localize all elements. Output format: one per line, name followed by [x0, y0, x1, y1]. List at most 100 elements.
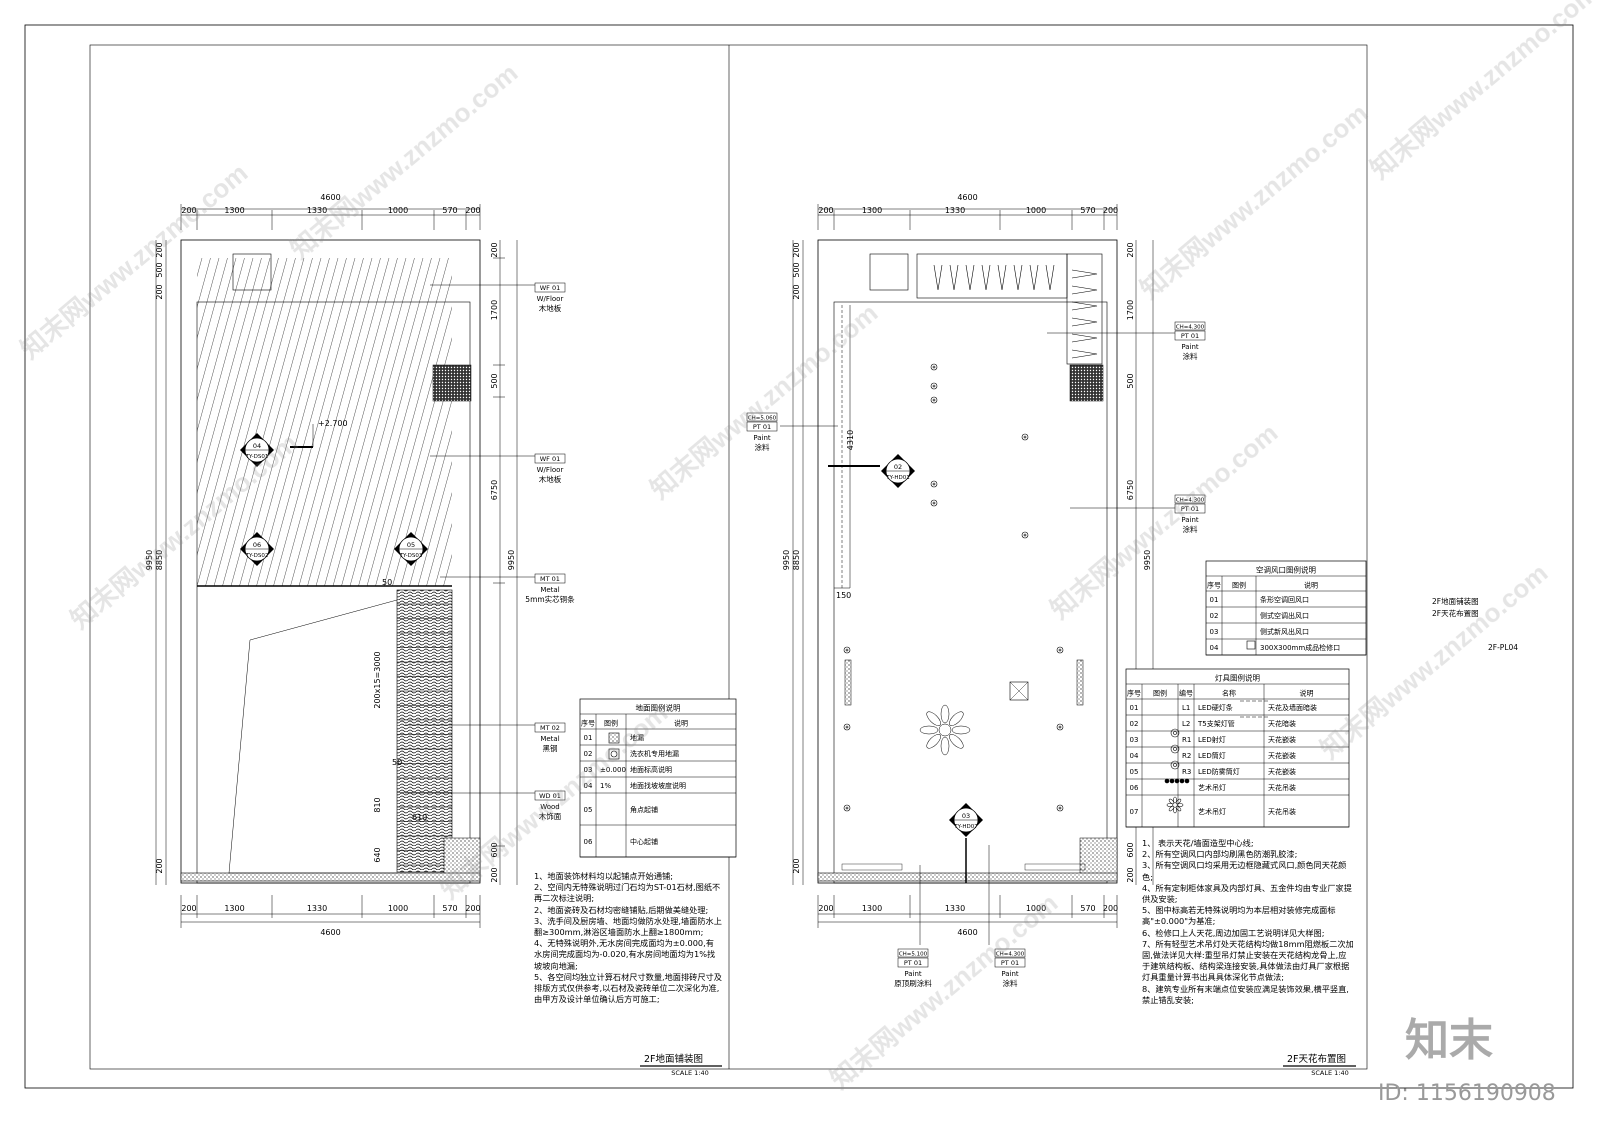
dim-vertical: 200: [155, 242, 164, 257]
dim-segment: 570: [1080, 904, 1095, 913]
table-cell: 02: [1130, 720, 1139, 728]
svg-text:02: 02: [894, 463, 902, 471]
dim-vertical: 640: [373, 847, 382, 862]
dim-segment: 200: [818, 904, 833, 913]
svg-text:MT 02: MT 02: [540, 724, 560, 732]
dim-segment: 200: [181, 904, 196, 913]
dim-vertical: 810: [373, 797, 382, 812]
svg-text:木地板: 木地板: [539, 474, 562, 484]
floor-plan-title: 2F地面铺装图: [644, 1053, 703, 1065]
svg-text:说明: 说明: [1304, 581, 1318, 590]
svg-text:W/Floor: W/Floor: [537, 295, 564, 303]
dim-vertical: 200: [1126, 867, 1135, 882]
dim-vertical: 200: [792, 858, 801, 873]
svg-text:WF 01: WF 01: [540, 284, 561, 292]
floor-plan: [155, 204, 535, 928]
svg-text:黑钢: 黑钢: [543, 743, 558, 753]
svg-text:知末网www.znzmo.com: 知末网www.znzmo.com: [1365, 0, 1600, 185]
table-cell: LED筒灯: [1198, 751, 1226, 760]
svg-text:Paint: Paint: [753, 434, 771, 442]
svg-text:灯具图例说明: 灯具图例说明: [1215, 673, 1260, 683]
dim-segment: 1330: [945, 904, 965, 913]
ceiling-plan-title: 2F天花布置图: [1287, 1053, 1346, 1065]
table-cell: 06: [1130, 784, 1139, 792]
svg-text:序号: 序号: [581, 719, 595, 728]
dim-vertical: 200: [155, 284, 164, 299]
dim-left-sub: 8850: [155, 550, 164, 570]
svg-text:Paint: Paint: [1181, 343, 1199, 351]
svg-text:图例: 图例: [1153, 689, 1167, 698]
svg-text:木地板: 木地板: [539, 303, 562, 313]
table-cell: 角点起铺: [630, 805, 658, 814]
svg-text:Metal: Metal: [540, 735, 559, 743]
dim-vertical: 500: [792, 262, 801, 277]
table-cell: 02: [584, 750, 593, 758]
table-cell: L2: [1182, 720, 1190, 728]
svg-text:PT 01: PT 01: [904, 959, 922, 967]
dim-total: 4600: [957, 928, 977, 937]
svg-text:04: 04: [253, 442, 261, 450]
table-cell: R2: [1182, 752, 1191, 760]
dim-segment: 570: [442, 904, 457, 913]
table-cell: 03: [584, 766, 593, 774]
table-cell: 03: [1130, 736, 1139, 744]
sheet-title-1: 2F地面铺装图: [1432, 596, 1479, 606]
svg-text:涂料: 涂料: [755, 442, 770, 452]
svg-text:知末网www.znzmo.com: 知末网www.znzmo.com: [645, 297, 884, 504]
table-cell: 地面找坡坡度说明: [630, 781, 686, 790]
image-id: ID: 1156190908: [1378, 1081, 1556, 1106]
dim-total: 4600: [957, 193, 977, 202]
svg-text:空调风口图例说明: 空调风口图例说明: [1256, 565, 1316, 575]
table-cell: R1: [1182, 736, 1191, 744]
svg-text:说明: 说明: [674, 719, 688, 728]
dim-vertical: 200: [155, 858, 164, 873]
svg-text:PT 01: PT 01: [753, 423, 771, 431]
legend-symbols: [608, 640, 1270, 814]
svg-text:03: 03: [962, 812, 970, 820]
table-cell: 03: [1210, 628, 1219, 636]
dim-segment: 200: [465, 206, 480, 215]
svg-text:知末网www.znzmo.com: 知末网www.znzmo.com: [285, 57, 524, 264]
table-cell: L1: [1182, 704, 1190, 712]
dim-left-sub: 8850: [792, 550, 801, 570]
dim-segment: 1300: [224, 206, 244, 215]
svg-text:名称: 名称: [1222, 689, 1236, 698]
table-cell: 07: [1130, 808, 1139, 816]
dim-segment: 570: [1080, 206, 1095, 215]
svg-text:木饰面: 木饰面: [539, 811, 562, 821]
svg-text:TY-DS02: TY-DS02: [245, 553, 269, 559]
dim-tread: 200x15=3000: [373, 651, 382, 708]
dim-segment: 1300: [862, 904, 882, 913]
svg-text:PT 01: PT 01: [1181, 505, 1199, 513]
dim-total: 4600: [320, 193, 340, 202]
table-cell: 05: [584, 806, 593, 814]
svg-text:序号: 序号: [1207, 581, 1221, 590]
table-cell: 天花吊装: [1268, 783, 1296, 792]
dim-segment: 1300: [862, 206, 882, 215]
table-cell: LED硬灯条: [1198, 703, 1233, 712]
svg-text:CH=4.300: CH=4.300: [996, 952, 1025, 958]
dim-vertical: 200: [792, 242, 801, 257]
dim-misc: 50: [382, 578, 392, 587]
svg-text:序号: 序号: [1127, 689, 1141, 698]
table-cell: 侧式空调出风口: [1260, 611, 1309, 620]
logo-watermark: 知末: [1405, 1016, 1493, 1065]
table-cell: 01: [584, 734, 593, 742]
svg-text:知末网www.znzmo.com: 知末网www.znzmo.com: [1135, 97, 1374, 304]
svg-text:PT 01: PT 01: [1001, 959, 1019, 967]
table-cell: 02: [1210, 612, 1219, 620]
svg-text:编号: 编号: [1179, 689, 1193, 698]
svg-text:W/Floor: W/Floor: [537, 466, 564, 474]
dim-segment: 200: [1103, 904, 1118, 913]
table-cell: 侧式新风出风口: [1260, 627, 1309, 636]
svg-text:知末网www.znzmo.com: 知末网www.znzmo.com: [15, 157, 254, 364]
table-cell: R3: [1182, 768, 1191, 776]
table-cell: 04: [584, 782, 593, 790]
